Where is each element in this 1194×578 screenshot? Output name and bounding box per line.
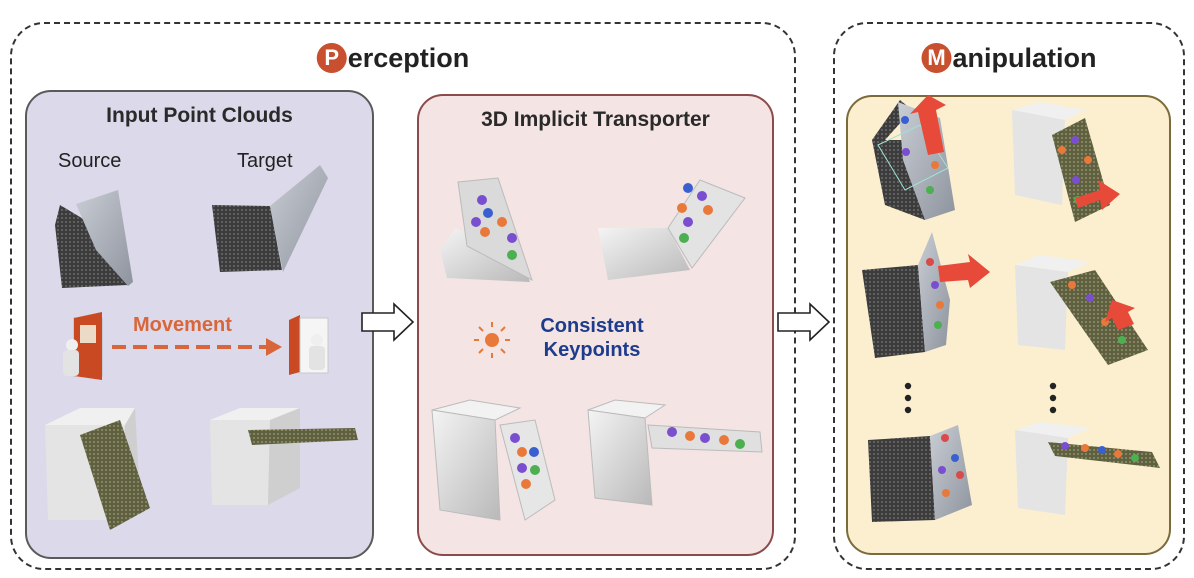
manip-laptop-open-1 (872, 95, 955, 220)
laptop-source-mesh (440, 177, 533, 282)
manip-cabinet-open-2 (1015, 255, 1148, 365)
input-panel-title: Input Point Clouds (106, 104, 293, 127)
perception-initial-badge: P (316, 43, 347, 73)
laptop-target-mesh (598, 179, 746, 280)
movement-arrow-icon (112, 338, 282, 356)
movement-label: Movement (133, 314, 232, 336)
target-label: Target (237, 150, 293, 172)
manip-cabinet-final (1015, 422, 1160, 515)
manipulation-initial-badge: M (921, 43, 952, 73)
manipulation-section (833, 22, 1185, 570)
cabinet-target-mesh (587, 399, 763, 506)
manip-laptop-open-2 (862, 232, 990, 358)
consistent-keypoints-label: Consistent Keypoints (540, 315, 644, 361)
perception-section (10, 22, 796, 570)
manip-cabinet-open-1 (1012, 102, 1120, 222)
perception-title-text: erception (347, 42, 470, 73)
manip-laptop-final (868, 425, 972, 522)
laptop-target-cloud (212, 165, 328, 272)
sun-icon (474, 322, 510, 358)
more-steps-ellipsis-right (1049, 382, 1057, 414)
perception-to-transporter-arrow-icon (361, 302, 415, 342)
manipulation-title: M anipulation (913, 38, 1105, 78)
more-steps-ellipsis-left (904, 382, 912, 414)
cabinet-source-cloud (45, 408, 150, 530)
manipulation-title-text: anipulation (952, 42, 1097, 73)
cabinet-target-cloud (210, 408, 358, 505)
door-closed-icon (289, 315, 329, 375)
laptop-source-cloud (55, 190, 133, 288)
perception-title: P erception (308, 38, 478, 78)
cabinet-source-mesh (431, 399, 556, 521)
perception-to-manipulation-arrow-icon (777, 302, 831, 342)
source-label: Source (58, 150, 122, 172)
door-open-icon (63, 312, 103, 380)
transporter-panel-title: 3D Implicit Transporter (481, 108, 710, 131)
